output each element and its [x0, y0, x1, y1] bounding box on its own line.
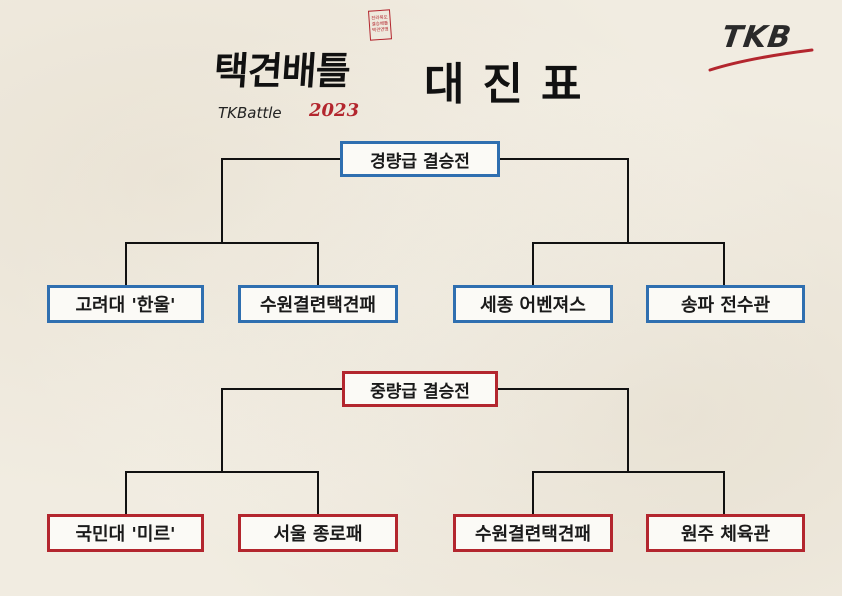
lightweight-team-box: 송파 전수관 — [646, 285, 805, 323]
logo-swoosh — [708, 48, 814, 72]
middleweight-left-connector — [125, 471, 319, 514]
team-name: 수원결련택견패 — [260, 295, 376, 316]
lightweight-team-box: 수원결련택견패 — [238, 285, 398, 323]
lightweight-team-box: 세종 어벤져스 — [453, 285, 613, 323]
event-year: 2023 — [309, 100, 360, 121]
page-heading: 대진표 — [424, 59, 600, 110]
team-name: 수원결련택견패 — [475, 524, 591, 545]
lightweight-final-label: 경량급 결승전 — [370, 151, 470, 172]
lightweight-right-connector — [532, 242, 725, 285]
team-name: 고려대 '한울' — [75, 295, 176, 316]
team-name: 서울 종로패 — [273, 524, 363, 545]
team-name: 세종 어벤져스 — [480, 295, 586, 316]
stamp-line: 택견연맹 — [371, 27, 389, 34]
lightweight-final-connector — [221, 158, 629, 243]
middleweight-final-label: 중량급 결승전 — [370, 381, 470, 402]
title-stamp: 전라북도 결승배틀 택견연맹 — [367, 9, 393, 41]
lightweight-final-box: 경량급 결승전 — [340, 141, 500, 177]
middleweight-final-box: 중량급 결승전 — [342, 371, 498, 407]
middleweight-team-box: 수원결련택견패 — [453, 514, 613, 552]
middleweight-team-box: 원주 체육관 — [646, 514, 805, 552]
event-title: 택견배틀 — [212, 48, 352, 93]
middleweight-right-connector — [532, 471, 725, 514]
middleweight-team-box: 서울 종로패 — [238, 514, 398, 552]
middleweight-team-box: 국민대 '미르' — [47, 514, 204, 552]
event-subtitle: TKBattle — [218, 104, 282, 122]
lightweight-left-connector — [125, 242, 319, 285]
lightweight-team-box: 고려대 '한울' — [47, 285, 204, 323]
tkb-logo: TKB — [719, 20, 795, 55]
middleweight-final-connector — [221, 388, 629, 472]
team-name: 원주 체육관 — [680, 524, 771, 545]
team-name: 국민대 '미르' — [75, 524, 176, 545]
team-name: 송파 전수관 — [680, 295, 771, 316]
